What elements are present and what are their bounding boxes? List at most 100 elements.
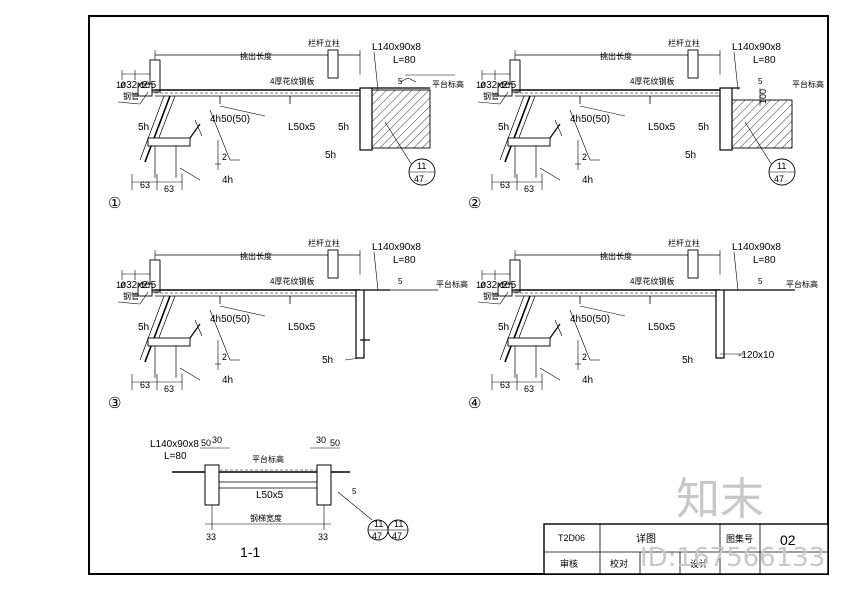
detail-2-platform: 平台标高 [792,79,824,89]
svg-text:②: ② [468,195,481,212]
detail-2-bolt: 4h50(50) [570,114,610,125]
detail-4-dim-10a: 10 [476,280,486,290]
detail-1-dim-10a: 10 [116,80,126,90]
detail-2-ref-top: 11 [777,161,786,171]
detail-4-dim-63b: 63 [524,384,534,394]
detail-3-weld-b: 5h [322,355,333,366]
detail-3-pipe-note: 钢管 [123,291,139,301]
detail-1-platform: 平台标高 [432,79,464,89]
detail-3-angle: L140x90x8 [372,242,421,253]
detail-1-overhang: 挑出长度 [240,51,272,61]
watermark-id: ID:167566133 [640,543,825,573]
section-rail-angle: L50x5 [256,490,284,501]
detail-1-weld-c: 5h [325,150,336,161]
detail-2-column: 栏杆立柱 [668,38,700,48]
detail-1-plate: 4厚花纹钢板 [270,76,314,86]
detail-1-column: 栏杆立柱 [308,38,340,48]
detail-2-dim-63a: 63 [500,180,510,190]
detail-4-dim-63a: 63 [500,380,510,390]
detail-4-weld-b: 5h [682,355,693,366]
section-angle: L140x90x8 [150,439,199,450]
detail-2-weld-sym: 5 [758,77,763,86]
detail-3: ③ 挑出长度 栏杆立柱 L140x90x8 L=80 ø32x2.5 钢管 4厚… [108,238,468,412]
detail-2-angle-len: L=80 [753,55,776,66]
detail-3-bolt: 4h50(50) [210,314,250,325]
detail-2-weld-c: 5h [685,150,696,161]
detail-2-weld-a: 5h [498,122,509,133]
detail-2: ② 挑出长度 栏杆立柱 L140x90x8 L=80 ø32x2.5 钢管 4厚… [468,38,824,212]
section-ref-a-top: 11 [374,519,383,529]
section-dim-33a: 33 [206,532,216,542]
detail-3-dim-63b: 63 [164,384,174,394]
detail-4-pipe: ø32x2.5 [480,280,517,291]
watermark-logo: 知末 [676,474,764,525]
detail-2-plate: 4厚花纹钢板 [630,76,674,86]
detail-3-pipe: ø32x2.5 [120,280,157,291]
svg-text:③: ③ [108,395,121,412]
detail-4-bolt: 4h50(50) [570,314,610,325]
detail-2-rail-angle: L50x5 [648,122,676,133]
detail-2-weld-d: 4h [582,175,593,186]
detail-1-ref-bottom: 47 [414,174,424,184]
section-dim-50b: 50 [330,438,340,448]
section-1-1: 1-1 L140x90x8 L=80 50 30 30 50 平台标高 L50x… [150,435,409,560]
section-title: 1-1 [240,544,260,560]
detail-2-dim-100: 100 [758,89,768,104]
detail-3-weld-d: 4h [222,375,233,386]
detail-3-dim-63a: 63 [140,380,150,390]
detail-4-weld-d: 4h [582,375,593,386]
detail-4-rail-angle: L50x5 [648,322,676,333]
detail-4-plate-size: -120x10 [738,350,775,361]
section-ref-b-top: 11 [394,519,403,529]
detail-2-dim-10a: 10 [476,80,486,90]
title-drawing-no-label: 图集号 [726,533,753,544]
section-dim-30b: 30 [316,435,326,445]
section-dim-50a: 50 [201,438,211,448]
title-block: T2D06 详图 图集号 02 审核 校对 设计 [543,523,829,575]
detail-3-dim-10a: 10 [116,280,126,290]
detail-2-pipe: ø32x2.5 [480,80,517,91]
section-angle-len: L=80 [164,451,187,462]
title-name: 详图 [636,532,656,545]
detail-1-dim-2: 2 [222,152,227,162]
detail-1-angle: L140x90x8 [372,42,421,53]
detail-1-ref-top: 11 [417,161,426,171]
title-review: 审核 [560,558,578,569]
title-check: 校对 [610,558,628,569]
detail-1-dim-63a: 63 [140,180,150,190]
detail-4-weld-a: 5h [498,322,509,333]
detail-1-pipe: ø32x2.5 [120,80,157,91]
detail-1-weld-sym: 5 [398,77,403,86]
detail-1-angle-len: L=80 [393,55,416,66]
detail-2-dim-63b: 63 [524,184,534,194]
section-width: 钢梯宽度 [250,513,282,523]
detail-3-weld-a: 5h [138,322,149,333]
detail-2-angle: L140x90x8 [732,42,781,53]
detail-1: ① 挑出长度 栏杆立柱 L140x90x8 L=80 ø32x2.5 钢管 4厚… [108,38,464,212]
detail-4-dim-10b: 10 [500,280,510,290]
detail-4-plate: 4厚花纹钢板 [630,276,674,286]
detail-1-weld-a: 5h [138,122,149,133]
detail-2-pipe-note: 钢管 [483,91,499,101]
detail-1-dim-10b: 10 [140,80,150,90]
title-design: 设计 [690,558,708,569]
detail-1-weld-d: 4h [222,175,233,186]
detail-3-weld-sym: 5 [398,277,403,286]
title-sheet-no: 02 [780,532,796,548]
detail-3-plate: 4厚花纹钢板 [270,276,314,286]
section-dim-30a: 30 [212,435,222,445]
detail-2-ref-bottom: 47 [774,174,784,184]
detail-3-rail-angle: L50x5 [288,322,316,333]
svg-text:④: ④ [468,395,481,412]
detail-4: ④ 挑出长度 栏杆立柱 L140x90x8 L=80 ø32x2.5 钢管 4厚… [468,238,818,412]
detail-4-platform: 平台标高 [786,279,818,289]
detail-3-overhang: 挑出长度 [240,251,272,261]
title-code: T2D06 [558,533,585,543]
detail-3-angle-len: L=80 [393,255,416,266]
section-ref-b-bottom: 47 [392,531,402,541]
detail-3-column: 栏杆立柱 [308,238,340,248]
section-ref-a-bottom: 47 [372,531,382,541]
detail-1-rail-angle: L50x5 [288,122,316,133]
section-platform: 平台标高 [252,454,284,464]
